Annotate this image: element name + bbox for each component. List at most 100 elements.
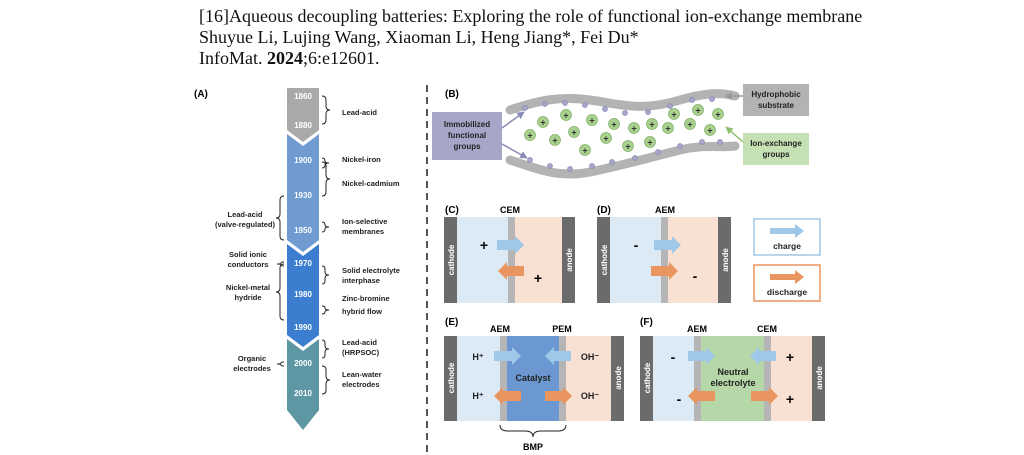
svg-text:+: + — [571, 128, 576, 138]
immobilized-label: functional — [448, 131, 486, 140]
ion-sign: + — [480, 237, 488, 253]
svg-text:+: + — [631, 124, 636, 134]
svg-text:+: + — [540, 118, 545, 128]
charge-arrow-icon — [750, 347, 776, 365]
panel-d-label: (D) — [597, 205, 611, 216]
arrow-icon — [501, 111, 525, 129]
brace — [321, 221, 330, 233]
cation: + — [560, 109, 572, 121]
timeline-right-labels: Lead-acid Nickel-iron Nickel-cadmium Ion… — [342, 108, 400, 389]
catalyst-layer — [507, 336, 559, 421]
charge-arrow-icon — [497, 236, 524, 254]
group-dot — [632, 155, 638, 161]
cation: + — [704, 124, 716, 136]
catalyst-label: Catalyst — [515, 373, 550, 383]
discharge-arrow-icon — [494, 387, 521, 405]
discharge-arrow-icon — [498, 262, 524, 280]
group-dot — [689, 97, 695, 103]
year-label: 1980 — [294, 290, 312, 299]
svg-text:+: + — [603, 134, 608, 144]
event-label: Lead-acid — [342, 338, 377, 347]
cem-membrane — [764, 336, 771, 421]
svg-text:+: + — [647, 138, 652, 148]
ion-sign: - — [671, 349, 676, 365]
aem-label: AEM — [655, 205, 675, 215]
timeline-years: 1860 1880 1900 1930 1950 1970 1980 1990 … — [294, 92, 312, 398]
anode-label: anode — [721, 248, 730, 272]
charge-arrow-icon — [494, 347, 521, 365]
svg-text:+: + — [649, 120, 654, 130]
cell-e: cathode anode Catalyst H⁺ H⁺ OH⁻ OH⁻ — [444, 336, 624, 421]
panel-a-label: (A) — [194, 89, 208, 100]
cell-f: cathode anode Neutral electrolyte - - + … — [640, 336, 825, 421]
group-dot — [655, 149, 661, 155]
discharge-arrow-icon — [770, 270, 804, 284]
ion-label: H⁺ — [472, 391, 483, 401]
group-dot — [582, 102, 588, 108]
charge-arrow-icon — [654, 236, 681, 254]
svg-text:+: + — [687, 120, 692, 130]
brace — [276, 361, 285, 367]
cation: + — [586, 114, 598, 126]
group-dot — [667, 103, 673, 109]
ion-label: OH⁻ — [581, 352, 600, 362]
brace — [321, 305, 330, 315]
cathode-electrode — [597, 217, 610, 303]
cathode-label: cathode — [643, 362, 652, 393]
year-label: 1930 — [294, 191, 312, 200]
event-label: Nickel-iron — [342, 155, 381, 164]
left-braces — [275, 195, 285, 367]
immobilized-label: Immobilized — [444, 120, 490, 129]
legend-discharge-box — [753, 264, 821, 302]
citation-title: [16]Aqueous decoupling batteries: Explor… — [199, 6, 863, 26]
event-label: hybrid flow — [342, 307, 382, 316]
cem-label: CEM — [500, 205, 520, 215]
panel-c-label: (C) — [445, 205, 459, 216]
cation: + — [692, 104, 704, 116]
neutral-label: Neutral — [717, 367, 748, 377]
event-label: Nickel-metal — [226, 283, 270, 292]
group-dot — [562, 100, 568, 106]
svg-text:+: + — [589, 116, 594, 126]
event-label: electrodes — [233, 364, 271, 373]
ion-exchange-label: groups — [762, 150, 790, 159]
svg-text:+: + — [671, 110, 676, 120]
group-dot — [717, 139, 723, 145]
year-label: 1990 — [294, 323, 312, 332]
event-label: Solid ionic — [229, 250, 267, 259]
ion-exchange-ions: + + + + + + + + + + + + + + + + + + + — [524, 104, 724, 156]
anode-electrode — [562, 217, 575, 303]
membrane-substrate — [505, 89, 740, 179]
cation: + — [524, 129, 536, 141]
cation: + — [608, 118, 620, 130]
immobilized-box: Immobilized functional groups — [432, 111, 528, 160]
aem-membrane — [500, 336, 507, 421]
event-label: Nickel-cadmium — [342, 179, 400, 188]
membrane — [508, 217, 515, 303]
cathode-electrode — [640, 336, 653, 421]
neutral-electrolyte — [701, 336, 764, 421]
event-label: Lead-acid — [342, 108, 377, 117]
group-dot — [645, 109, 651, 115]
year-label: 1950 — [294, 226, 312, 235]
timeline-segment-3 — [287, 244, 319, 347]
ion-exchange-box-bg — [743, 133, 809, 165]
ion-sign: - — [634, 237, 639, 253]
cation: + — [600, 132, 612, 144]
legend: charge discharge — [753, 218, 821, 302]
cation: + — [668, 108, 680, 120]
brace — [321, 95, 331, 125]
hydrophobic-box: Hydrophobic substrate — [724, 84, 809, 116]
timeline-segment-4 — [287, 339, 319, 430]
charge-arrow-icon — [770, 224, 804, 238]
year-label: 1880 — [294, 121, 312, 130]
ion-sign: + — [534, 270, 542, 286]
group-dot — [602, 106, 608, 112]
svg-text:+: + — [527, 131, 532, 141]
anode-compartment — [668, 217, 726, 303]
pem-label: PEM — [552, 324, 572, 334]
aem-label: AEM — [687, 324, 707, 334]
pem-membrane — [559, 336, 566, 421]
cathode-label: cathode — [600, 244, 609, 275]
